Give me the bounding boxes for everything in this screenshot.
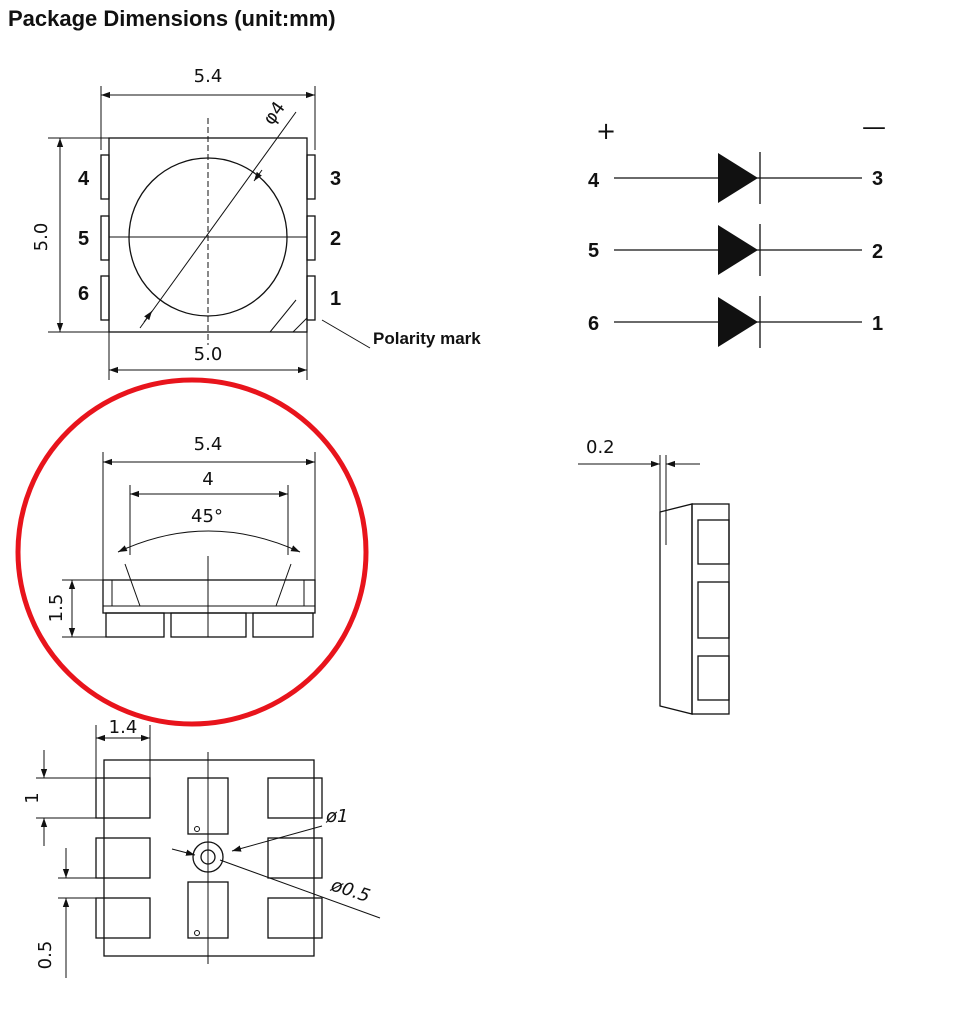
diode-icon: [718, 225, 758, 275]
side-view: 5.4 4 45° 1.5: [15, 377, 369, 727]
dim-side-lens: 4: [202, 469, 213, 490]
side-pad-right: [252, 612, 314, 638]
circuit-diagram: + — 4 3 5 2 6 1: [588, 113, 886, 348]
dim-hole-outer: ø1: [325, 806, 348, 827]
dim-side-height: 1.5: [46, 594, 67, 623]
hole-inner: [200, 849, 216, 865]
pad-5: [100, 215, 110, 261]
pin-label-1: 1: [330, 288, 341, 310]
circuit-pin-1: 1: [872, 313, 883, 335]
dim-gap: 0.5: [35, 941, 56, 970]
dim-angle: 45°: [191, 506, 223, 527]
edge-view: 0.2: [578, 437, 730, 715]
pin-label-5: 5: [78, 228, 89, 250]
highlight-circle: [15, 377, 369, 727]
edge-pad-top: [697, 519, 730, 565]
dim-width-bottom: 5.0: [194, 344, 223, 365]
lens-diameter-line: [139, 111, 297, 329]
diode-icon: [718, 153, 758, 203]
side-pad-left: [105, 612, 165, 638]
polarity-mark-line-1: [269, 299, 297, 333]
cathode-symbol: —: [862, 113, 886, 141]
circuit-pin-2: 2: [872, 241, 883, 263]
polarity-mark-line-2: [292, 317, 308, 333]
diode-icon: [718, 297, 758, 347]
dim-side-width: 5.4: [194, 434, 223, 455]
dim-pad-height: 1: [22, 792, 43, 803]
circuit-pin-5: 5: [588, 240, 599, 262]
pad-1: [306, 275, 316, 321]
dim-width-top: 5.4: [194, 66, 223, 87]
edge-body: [659, 503, 693, 715]
edge-pad-bottom: [697, 655, 730, 701]
hole-inner-leader: [219, 859, 381, 919]
pad-4: [100, 154, 110, 200]
diode-row-1: 4 3: [588, 152, 883, 204]
pad-2: [306, 215, 316, 261]
bottom-pad: [267, 777, 323, 819]
bottom-center-pad-bottom: [187, 881, 229, 939]
circuit-pin-4: 4: [588, 170, 600, 192]
dim-hole-inner: ø0.5: [328, 874, 373, 907]
anode-symbol: +: [596, 117, 616, 145]
polarity-leader: [321, 319, 371, 349]
bottom-pad: [95, 837, 151, 879]
edge-pad-middle: [697, 581, 730, 639]
bottom-outline: [103, 759, 315, 957]
lens-arrow-top: [253, 169, 263, 182]
pad-6: [100, 275, 110, 321]
pin-label-6: 6: [78, 283, 89, 305]
hole-inner-arrow: [171, 848, 196, 856]
bottom-pad: [95, 777, 151, 819]
circuit-pin-6: 6: [588, 313, 599, 335]
dim-thickness: 0.2: [586, 437, 615, 458]
angle-arc: [117, 530, 301, 553]
pin-label-3: 3: [330, 168, 341, 190]
lens-diameter-label: φ4: [259, 98, 290, 129]
dim-height: 5.0: [31, 223, 52, 252]
pin-label-4: 4: [78, 168, 90, 190]
hole-outer: [192, 841, 224, 873]
pad-3: [306, 154, 316, 200]
lens-arrow-bottom: [143, 310, 153, 323]
hole-outer-leader: [231, 825, 323, 852]
diode-row-3: 6 1: [588, 296, 883, 348]
dim-pad-width: 1.4: [109, 717, 138, 738]
diode-row-2: 5 2: [588, 224, 883, 276]
polarity-mark-label: Polarity mark: [373, 329, 481, 348]
bottom-pad: [267, 837, 323, 879]
top-view: φ4 Polarity mark 5.4 5.0 5.0 4 5 6 3 2 1: [31, 66, 481, 380]
circuit-pin-3: 3: [872, 168, 883, 190]
bottom-pad: [95, 897, 151, 939]
bottom-view: ø1 ø0.5 1.4 1 0.5: [22, 717, 381, 978]
bottom-center-pad-top: [187, 777, 229, 835]
bottom-pad: [267, 897, 323, 939]
page-title: Package Dimensions (unit:mm): [8, 6, 336, 31]
pin-label-2: 2: [330, 228, 341, 250]
